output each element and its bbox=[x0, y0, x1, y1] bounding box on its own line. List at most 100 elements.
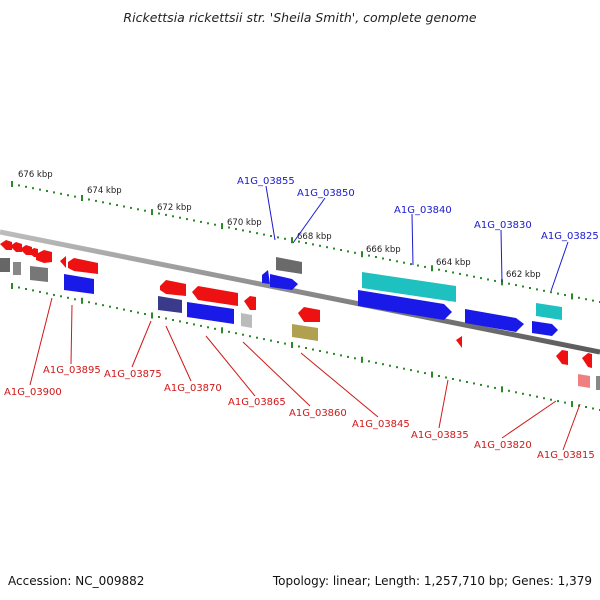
scale-major-tick bbox=[501, 386, 503, 393]
gene-box[interactable] bbox=[276, 257, 302, 274]
scale-minor-tick bbox=[207, 326, 209, 329]
gene-arrow[interactable] bbox=[465, 309, 524, 332]
scale-label-662: 662 kbp bbox=[506, 270, 541, 280]
scale-minor-tick bbox=[60, 295, 62, 298]
scale-labels: 676 kbp 674 kbp 672 kbp 670 kbp 668 kbp … bbox=[18, 170, 541, 280]
scale-label-676: 676 kbp bbox=[18, 170, 53, 180]
scale-minor-tick bbox=[396, 366, 398, 369]
scale-minor-tick bbox=[368, 254, 370, 257]
gene-label-A1G_03840[interactable]: A1G_03840 bbox=[394, 205, 452, 216]
scale-ruler-bottom bbox=[11, 283, 600, 411]
gene-arrow[interactable] bbox=[270, 274, 298, 290]
gene-box[interactable] bbox=[158, 296, 182, 313]
scale-minor-tick bbox=[207, 222, 209, 225]
scale-minor-tick bbox=[249, 335, 251, 338]
gene-label-A1G_03855[interactable]: A1G_03855 bbox=[237, 176, 295, 187]
scale-minor-tick bbox=[123, 308, 125, 311]
gene-label-A1G_03825[interactable]: A1G_03825 bbox=[541, 231, 599, 242]
gene-box[interactable] bbox=[241, 313, 252, 328]
gene-box[interactable] bbox=[362, 272, 456, 302]
gene-arrow[interactable] bbox=[160, 280, 186, 296]
scale-minor-tick bbox=[165, 317, 167, 320]
gene-arrow[interactable] bbox=[262, 270, 270, 284]
gene-label-A1G_03875[interactable]: A1G_03875 bbox=[104, 369, 162, 380]
scale-minor-tick bbox=[389, 364, 391, 367]
gene-arrow[interactable] bbox=[192, 286, 238, 306]
scale-minor-tick bbox=[179, 320, 181, 323]
gene-label-A1G_03900[interactable]: A1G_03900 bbox=[4, 387, 62, 398]
gene-box[interactable] bbox=[596, 376, 600, 390]
genome-title: Rickettsia rickettsii str. 'Sheila Smith… bbox=[123, 10, 477, 25]
scale-major-tick bbox=[431, 371, 433, 378]
scale-minor-tick bbox=[333, 352, 335, 355]
gene-arrow[interactable] bbox=[582, 353, 592, 368]
scale-minor-tick bbox=[585, 298, 587, 301]
gene-label-A1G_03815[interactable]: A1G_03815 bbox=[537, 450, 595, 461]
scale-minor-tick bbox=[550, 291, 552, 294]
scale-major-tick bbox=[221, 223, 223, 230]
scale-minor-tick bbox=[249, 230, 251, 233]
scale-minor-tick bbox=[74, 195, 76, 198]
gene-arrow[interactable] bbox=[358, 290, 452, 320]
gene-label-A1G_03870[interactable]: A1G_03870 bbox=[164, 383, 222, 394]
scale-minor-tick bbox=[347, 355, 349, 358]
gene-box[interactable] bbox=[13, 262, 21, 275]
scale-major-tick bbox=[431, 265, 433, 272]
scale-minor-tick bbox=[354, 251, 356, 254]
gene-box[interactable] bbox=[536, 303, 562, 320]
gene-box[interactable] bbox=[30, 266, 48, 282]
scale-minor-tick bbox=[179, 216, 181, 219]
scale-minor-tick bbox=[557, 292, 559, 295]
scale-minor-tick bbox=[95, 302, 97, 305]
scale-minor-tick bbox=[347, 250, 349, 253]
scale-minor-tick bbox=[200, 220, 202, 223]
gene-arrow[interactable] bbox=[0, 240, 12, 250]
gene-arrow[interactable] bbox=[10, 242, 22, 252]
scale-minor-tick bbox=[340, 354, 342, 357]
scale-minor-tick bbox=[284, 342, 286, 345]
scale-minor-tick bbox=[445, 270, 447, 273]
gene-label-A1G_03865[interactable]: A1G_03865 bbox=[228, 397, 286, 408]
gene-arrow[interactable] bbox=[28, 248, 38, 257]
scale-minor-tick bbox=[277, 236, 279, 239]
gene-box[interactable] bbox=[292, 324, 318, 341]
gene-label-A1G_03850[interactable]: A1G_03850 bbox=[297, 188, 355, 199]
gene-arrow[interactable] bbox=[532, 321, 558, 336]
gene-label-A1G_03860[interactable]: A1G_03860 bbox=[289, 408, 347, 419]
scale-minor-tick bbox=[270, 235, 272, 237]
gene-label-A1G_03895[interactable]: A1G_03895 bbox=[43, 365, 101, 376]
gene-label-A1G_03820[interactable]: A1G_03820 bbox=[474, 440, 532, 451]
gene-box[interactable] bbox=[0, 258, 10, 272]
gene-arrow[interactable] bbox=[456, 336, 462, 348]
gene-arrow[interactable] bbox=[298, 307, 320, 322]
scale-minor-tick bbox=[60, 192, 62, 195]
scale-minor-tick bbox=[32, 187, 34, 190]
scale-minor-tick bbox=[242, 333, 244, 336]
gene-arrow[interactable] bbox=[68, 258, 98, 274]
gene-arrow[interactable] bbox=[244, 296, 256, 310]
gene-label-A1G_03830[interactable]: A1G_03830 bbox=[474, 220, 532, 231]
gene-arrow[interactable] bbox=[60, 256, 66, 268]
scale-minor-tick bbox=[284, 237, 286, 240]
scale-minor-tick bbox=[592, 299, 594, 302]
gene-box[interactable] bbox=[64, 274, 94, 294]
scale-minor-tick bbox=[102, 304, 104, 307]
gene-label-A1G_03845[interactable]: A1G_03845 bbox=[352, 419, 410, 430]
gene-arrow[interactable] bbox=[36, 250, 52, 263]
scale-minor-tick bbox=[543, 289, 545, 292]
scale-minor-tick bbox=[487, 278, 489, 281]
scale-minor-tick bbox=[522, 285, 524, 288]
gene-box[interactable] bbox=[578, 374, 590, 388]
scale-minor-tick bbox=[186, 218, 188, 221]
scale-label-668: 668 kbp bbox=[297, 232, 332, 242]
gene-arrow[interactable] bbox=[556, 350, 568, 365]
scale-minor-tick bbox=[130, 310, 132, 313]
scale-minor-tick bbox=[137, 311, 139, 314]
scale-major-tick bbox=[291, 237, 293, 244]
scale-minor-tick bbox=[585, 406, 587, 408]
scale-minor-tick bbox=[123, 205, 125, 208]
scale-minor-tick bbox=[53, 293, 55, 296]
scale-minor-tick bbox=[102, 201, 104, 204]
gene-box[interactable] bbox=[187, 302, 234, 324]
gene-label-A1G_03835[interactable]: A1G_03835 bbox=[411, 430, 469, 441]
